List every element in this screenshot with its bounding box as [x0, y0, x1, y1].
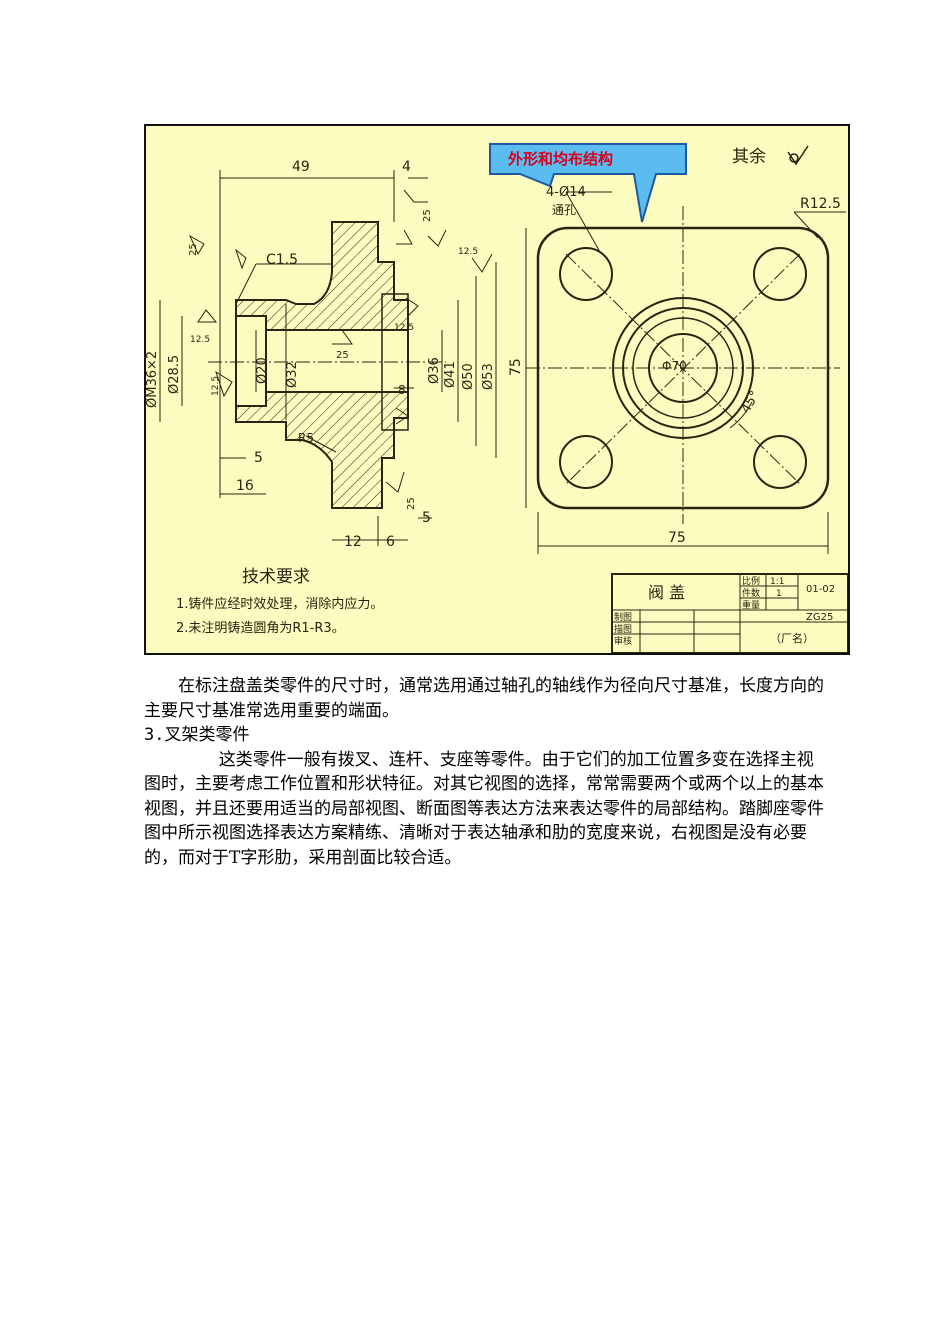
- roughness-label: 25: [422, 209, 433, 222]
- section-view: 49 4 5 16 12 6 5 8 C1.5 R5 ØM36×2 Ø28.5 …: [146, 159, 497, 550]
- dim-p53: Ø53: [481, 363, 496, 390]
- roughness-rest-label: 其余: [732, 147, 766, 167]
- dim-12: 12: [344, 534, 362, 550]
- roughness-label: 25: [336, 350, 349, 361]
- roughness-label: 25: [406, 497, 417, 510]
- roughness-label: 12.5: [190, 335, 210, 345]
- qty-value: 1: [776, 589, 782, 599]
- through-hole-label: 通孔: [552, 203, 576, 217]
- dim-8: 8: [398, 383, 406, 397]
- top-view: 外形和均布结构 其余 4-Ø14 通孔 R12.5 Φ70 45° 75 75: [489, 143, 846, 554]
- weight-label: 重量: [742, 599, 760, 611]
- material: ZG25: [806, 612, 833, 623]
- tech-item: 2.未注明铸造圆角为R1-R3。: [176, 620, 345, 636]
- scale-value: 1:1: [770, 577, 784, 587]
- roughness-symbol-icon: [787, 145, 809, 166]
- dim-m36: ØM36×2: [146, 351, 160, 408]
- dim-phi70: Φ70: [662, 359, 687, 373]
- section-heading: 3.叉架类零件: [144, 725, 250, 745]
- drawing-code: 01-02: [806, 584, 835, 595]
- dim-p285: Ø28.5: [167, 355, 182, 394]
- roughness-label: 25: [188, 243, 199, 256]
- callout-text: 外形和均布结构: [507, 150, 613, 168]
- dim-5b: 5: [422, 510, 431, 526]
- part-name: 阀 盖: [648, 583, 685, 602]
- dim-6: 6: [386, 534, 395, 550]
- tech-requirements: 技术要求 1.铸件应经时效处理，消除内应力。 2.未注明铸造圆角为R1-R3。: [176, 567, 383, 636]
- paragraph-2: 这类零件一般有拨叉、连杆、支座等零件。由于它们的加工位置多变在选择主视图时，主要…: [144, 749, 824, 868]
- tech-title: 技术要求: [242, 567, 310, 587]
- dim-p41: Ø41: [443, 361, 458, 388]
- paragraph-1: 在标注盘盖类零件的尺寸时，通常选用通过轴孔的轴线作为径向尺寸基准，长度方向的主要…: [144, 676, 824, 721]
- dim-p20: Ø20: [255, 357, 270, 384]
- fillet-label: R5: [298, 431, 314, 445]
- dim-5: 5: [254, 450, 263, 466]
- dim-45: 45°: [738, 389, 763, 416]
- dim-16: 16: [236, 478, 254, 494]
- factory-label: （厂名）: [770, 631, 814, 645]
- tech-item: 1.铸件应经时效处理，消除内应力。: [176, 596, 383, 612]
- dim-p32: Ø32: [285, 361, 300, 388]
- dim-p50: Ø50: [461, 363, 476, 390]
- qty-label: 件数: [742, 587, 760, 599]
- dim-4: 4: [402, 159, 411, 175]
- body-text: 在标注盘盖类零件的尺寸时，通常选用通过轴孔的轴线作为径向尺寸基准，长度方向的主要…: [144, 674, 824, 870]
- roughness-label: 12.5: [211, 376, 221, 396]
- engineering-drawing: 49 4 5 16 12 6 5 8 C1.5 R5 ØM36×2 Ø28.5 …: [144, 124, 850, 655]
- title-block: 阀 盖 比例 1:1 件数 1 重量 01-02 ZG25 制图 描图 审核 （…: [611, 573, 848, 653]
- radius-label: R12.5: [800, 196, 841, 212]
- roughness-label: 12.5: [458, 247, 478, 257]
- dim-75-vertical: 75: [508, 358, 524, 376]
- holes-label: 4-Ø14: [546, 185, 586, 200]
- traced-label: 描图: [614, 623, 632, 635]
- roughness-label: 12.5: [394, 323, 414, 333]
- chamfer-label: C1.5: [266, 252, 298, 268]
- dim-75-horizontal: 75: [668, 530, 686, 546]
- drawn-label: 制图: [614, 611, 632, 623]
- scale-label: 比例: [742, 575, 760, 587]
- dim-49: 49: [292, 159, 310, 175]
- dim-p36: Ø36: [427, 357, 442, 384]
- checked-label: 审核: [614, 635, 632, 647]
